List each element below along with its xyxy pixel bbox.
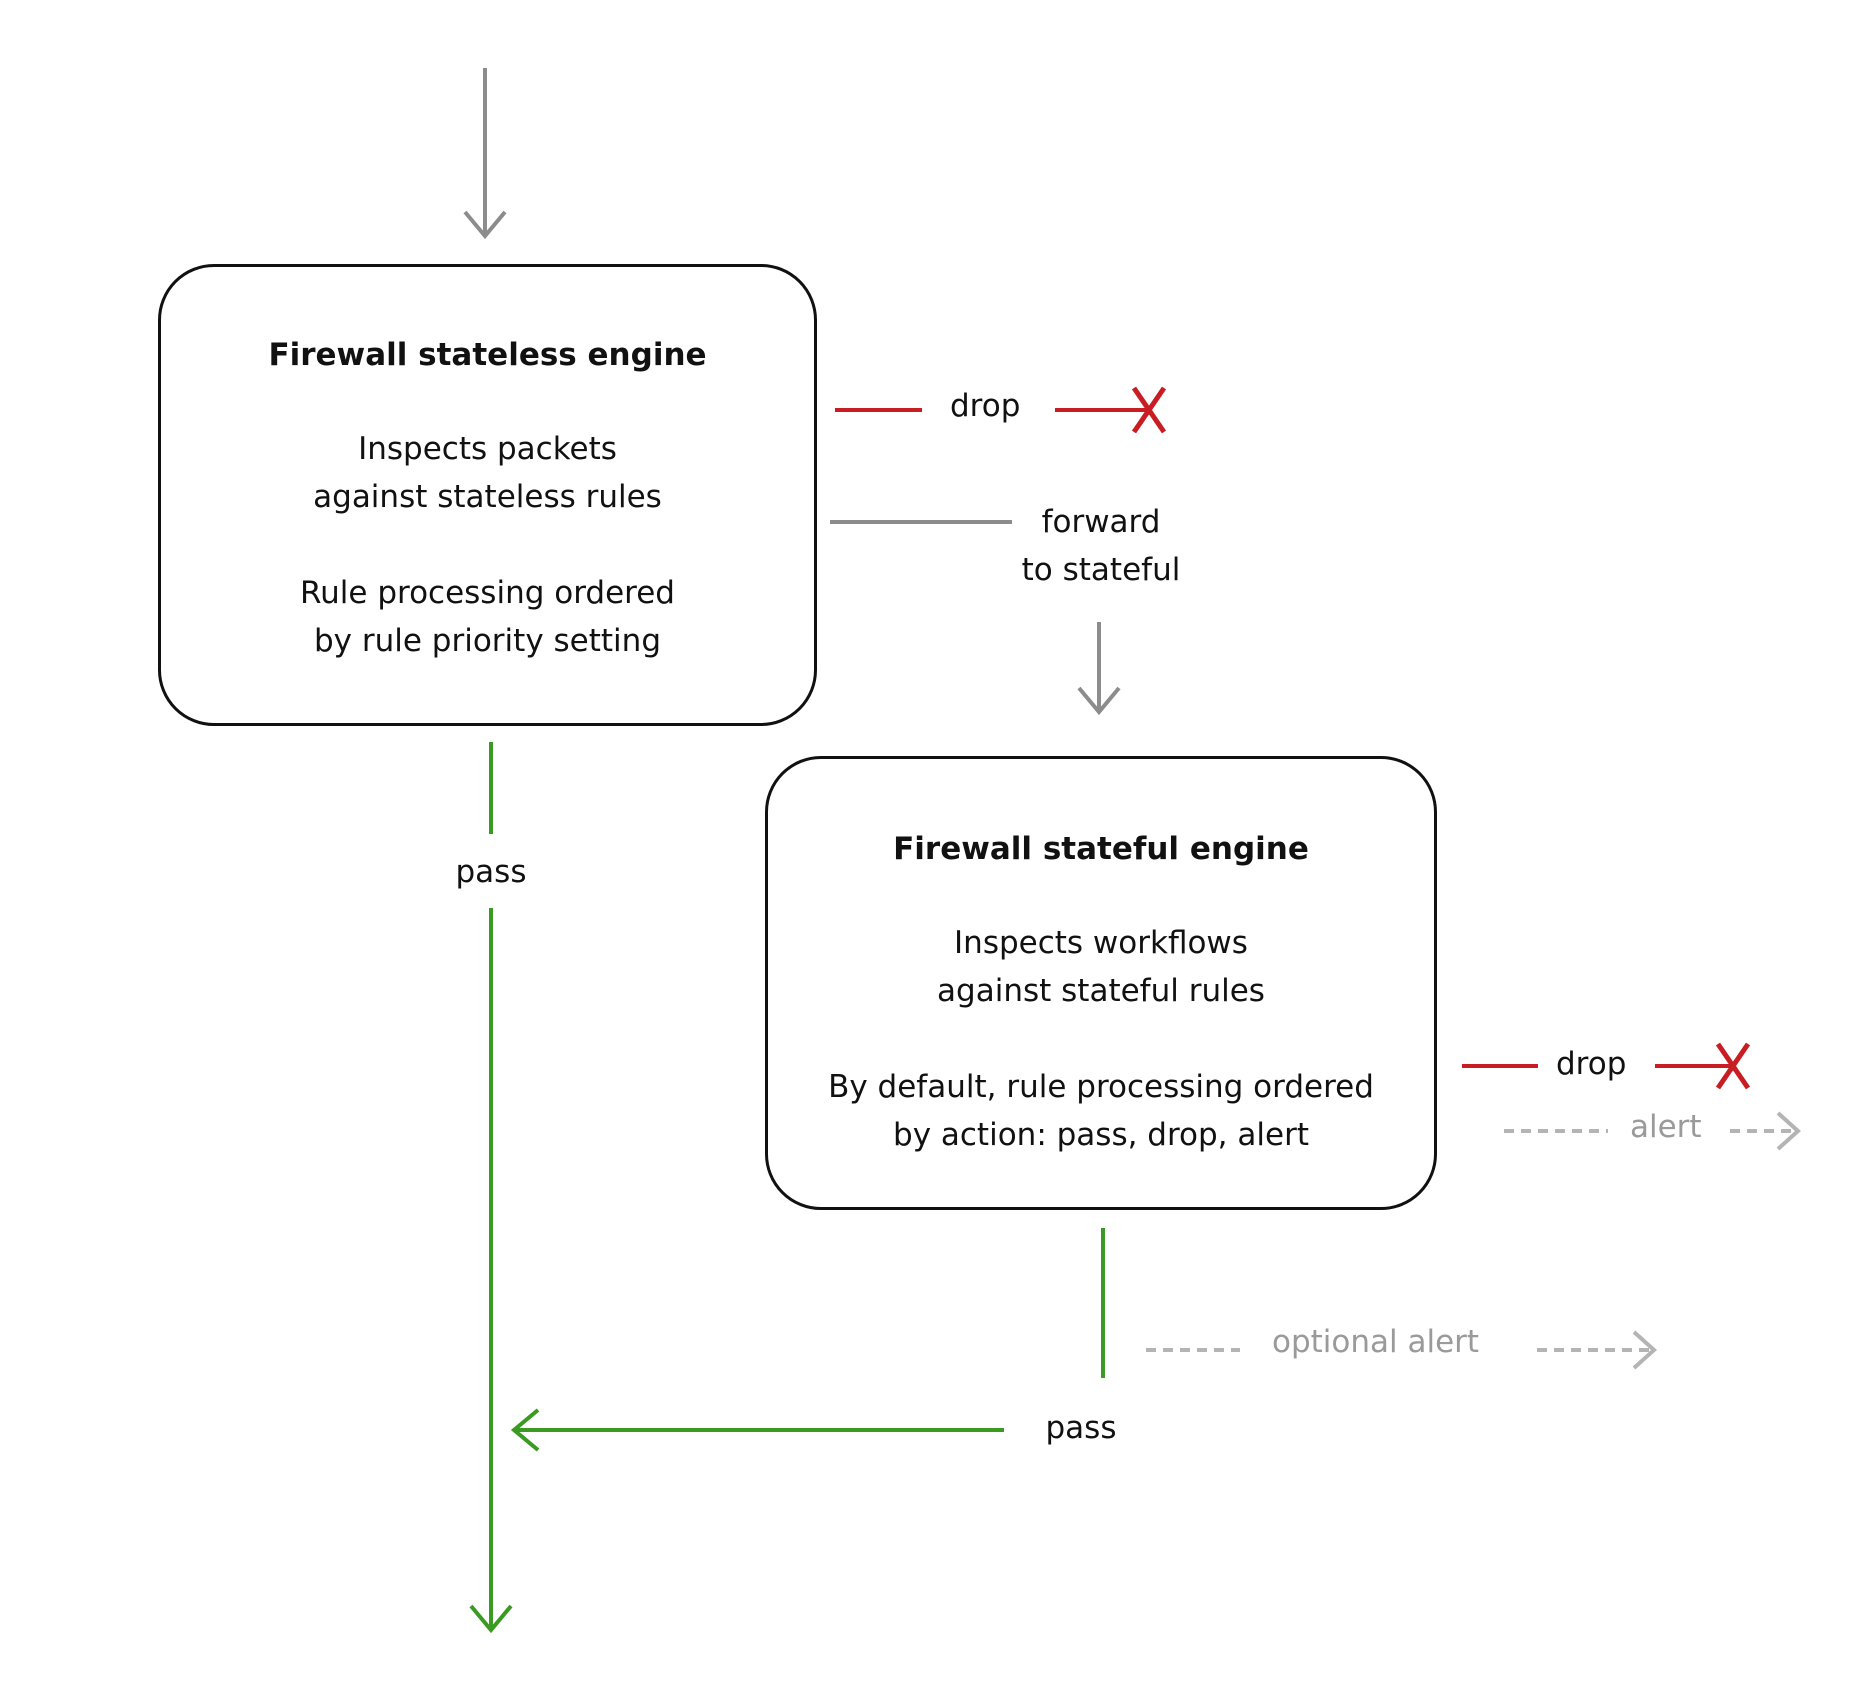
incoming-arrow [463,68,507,240]
stateful-engine-desc1-line1: Inspects workflows [954,925,1248,961]
stateful-pass-label: pass [1045,1410,1117,1446]
stateful-engine-box: Firewall stateful engine Inspects workfl… [765,756,1437,1210]
stateless-drop-label: drop [950,388,1021,424]
stateful-engine-desc2-line1: By default, rule processing ordered [828,1069,1374,1105]
stateful-engine-title: Firewall stateful engine [893,831,1309,867]
stateful-engine-desc2-line2: by action: pass, drop, alert [893,1117,1309,1153]
stateless-engine-desc2-line2: by rule priority setting [314,623,661,659]
forward-down-arrow [1077,622,1121,716]
stateless-engine-title: Firewall stateless engine [268,337,707,373]
stateful-drop-x-icon [1715,1042,1751,1090]
stateless-engine-desc1-line1: Inspects packets [358,431,617,467]
stateless-pass-label: pass [455,854,527,890]
optional-alert-label: optional alert [1272,1324,1480,1360]
optional-alert-line [1146,1330,1657,1370]
forward-label-line1: forward [1041,504,1161,540]
stateless-pass-line [469,742,513,1634]
stateful-engine-desc1-line2: against stateful rules [937,973,1265,1009]
stateful-alert-label: alert [1630,1109,1702,1145]
stateless-engine-desc1-line2: against stateless rules [313,479,662,515]
stateless-engine-box: Firewall stateless engine Inspects packe… [158,264,817,726]
stateless-drop-x-icon [1131,386,1167,434]
stateful-drop-label: drop [1556,1046,1627,1082]
stateless-engine-desc2-line1: Rule processing ordered [300,575,675,611]
stateful-alert-line [1504,1111,1801,1151]
stateful-pass-return-arrow [510,1408,1004,1452]
forward-label-line2: to stateful [1021,552,1181,588]
